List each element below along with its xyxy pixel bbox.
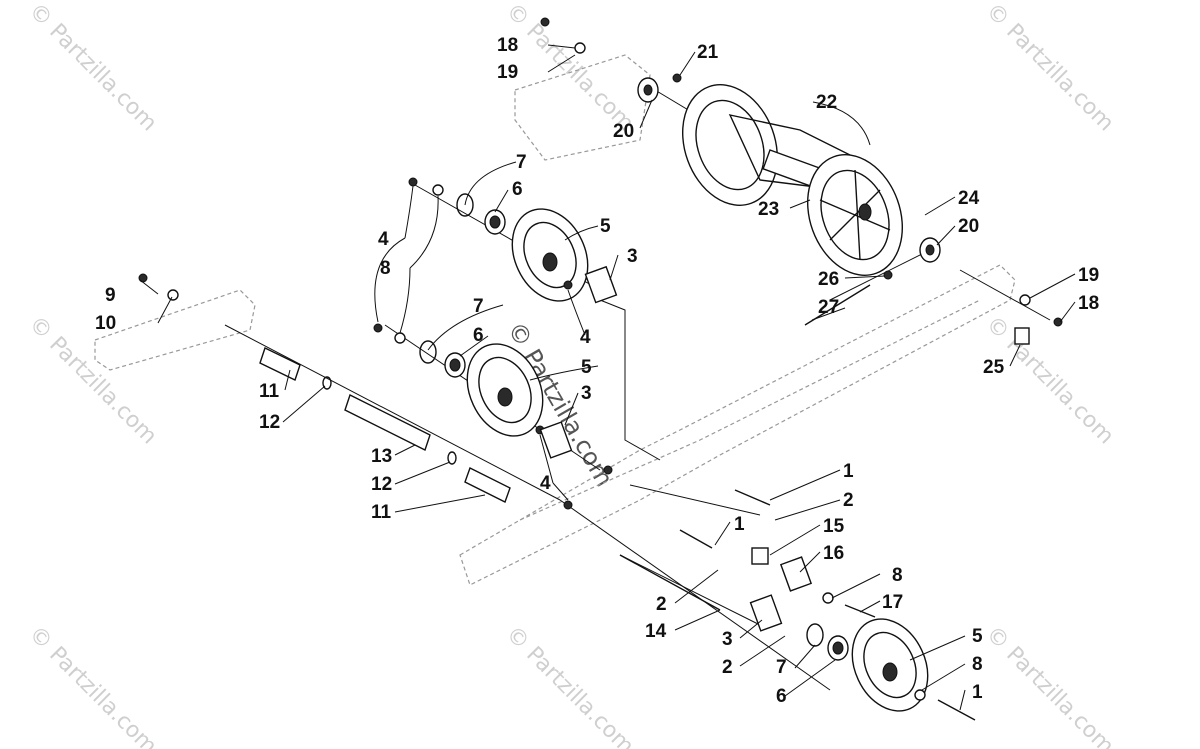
label-3-bottom: 3 xyxy=(722,629,733,650)
label-19-right: 19 xyxy=(1078,265,1099,286)
label-2-right: 2 xyxy=(843,490,854,511)
label-9: 9 xyxy=(105,285,116,306)
upper-rear-rail xyxy=(514,54,651,161)
label-2-mid: 2 xyxy=(656,594,667,615)
label-5-top: 5 xyxy=(600,216,611,237)
leader-lines xyxy=(139,44,1076,711)
watermark-bottom-mid: © Partzilla.com xyxy=(501,622,639,749)
label-14: 14 xyxy=(645,621,667,642)
label-8-top: 8 xyxy=(380,258,391,279)
watermark-bottom-right: © Partzilla.com xyxy=(981,622,1119,749)
label-20-top: 20 xyxy=(613,121,634,142)
label-6-mid: 6 xyxy=(473,325,484,346)
label-6-bottom: 6 xyxy=(776,686,787,707)
watermark-top-left: © Partzilla.com xyxy=(24,0,162,136)
label-18-right: 18 xyxy=(1078,293,1099,314)
idler-wheels xyxy=(466,208,929,712)
label-12-top: 12 xyxy=(259,412,280,433)
label-11-top: 11 xyxy=(259,381,280,402)
label-17: 17 xyxy=(882,592,903,613)
label-11-bottom: 11 xyxy=(371,502,392,523)
watermark-bottom-left: © Partzilla.com xyxy=(24,622,162,749)
label-24: 24 xyxy=(958,188,980,209)
watermark-mid-right: © Partzilla.com xyxy=(981,312,1119,450)
label-7-mid: 7 xyxy=(473,296,484,317)
label-19-top: 19 xyxy=(497,62,518,83)
label-8-bottom-right: 8 xyxy=(892,565,903,586)
label-16: 16 xyxy=(823,543,844,564)
label-3-mid: 3 xyxy=(581,383,592,404)
watermark-mid-left: © Partzilla.com xyxy=(24,312,162,450)
label-6-top: 6 xyxy=(512,179,523,200)
main-rail xyxy=(459,264,1016,586)
frame-rails xyxy=(94,54,1016,586)
label-20-right: 20 xyxy=(958,216,979,237)
label-21: 21 xyxy=(697,42,719,63)
label-4-top: 4 xyxy=(378,229,389,250)
label-13: 13 xyxy=(371,446,392,467)
label-27: 27 xyxy=(818,297,839,318)
label-1-mid: 1 xyxy=(734,514,745,535)
label-5-mid: 5 xyxy=(581,357,592,378)
label-8-bottom: 8 xyxy=(972,654,983,675)
label-15: 15 xyxy=(823,516,845,537)
label-4-bottom: 4 xyxy=(540,473,551,494)
label-18-top: 18 xyxy=(497,35,518,56)
label-12-bottom: 12 xyxy=(371,474,392,495)
label-10: 10 xyxy=(95,313,116,334)
label-22: 22 xyxy=(816,92,837,113)
label-23: 23 xyxy=(758,199,779,220)
label-4-mid: 4 xyxy=(580,327,591,348)
watermark-top-right: © Partzilla.com xyxy=(981,0,1119,136)
label-26: 26 xyxy=(818,269,839,290)
label-5-bottom: 5 xyxy=(972,626,983,647)
label-3-top: 3 xyxy=(627,246,638,267)
part-labels: 18 19 21 22 20 7 6 24 23 5 20 4 3 8 26 1… xyxy=(95,35,1099,707)
cross-shafts xyxy=(259,347,511,503)
left-rail xyxy=(94,289,256,371)
drive-sprocket-assembly xyxy=(637,77,941,276)
label-25: 25 xyxy=(983,357,1005,378)
label-7-bottom: 7 xyxy=(776,657,787,678)
label-1-right: 1 xyxy=(843,461,854,482)
watermarks: © Partzilla.com © Partzilla.com © Partzi… xyxy=(24,0,1119,749)
assembly-axes xyxy=(224,89,1051,691)
label-2-bottom: 2 xyxy=(722,657,733,678)
label-7-top: 7 xyxy=(516,152,527,173)
label-1-bottom: 1 xyxy=(972,682,983,703)
main-rail-inner xyxy=(519,299,981,521)
watermark-top-mid: © Partzilla.com xyxy=(501,0,639,136)
